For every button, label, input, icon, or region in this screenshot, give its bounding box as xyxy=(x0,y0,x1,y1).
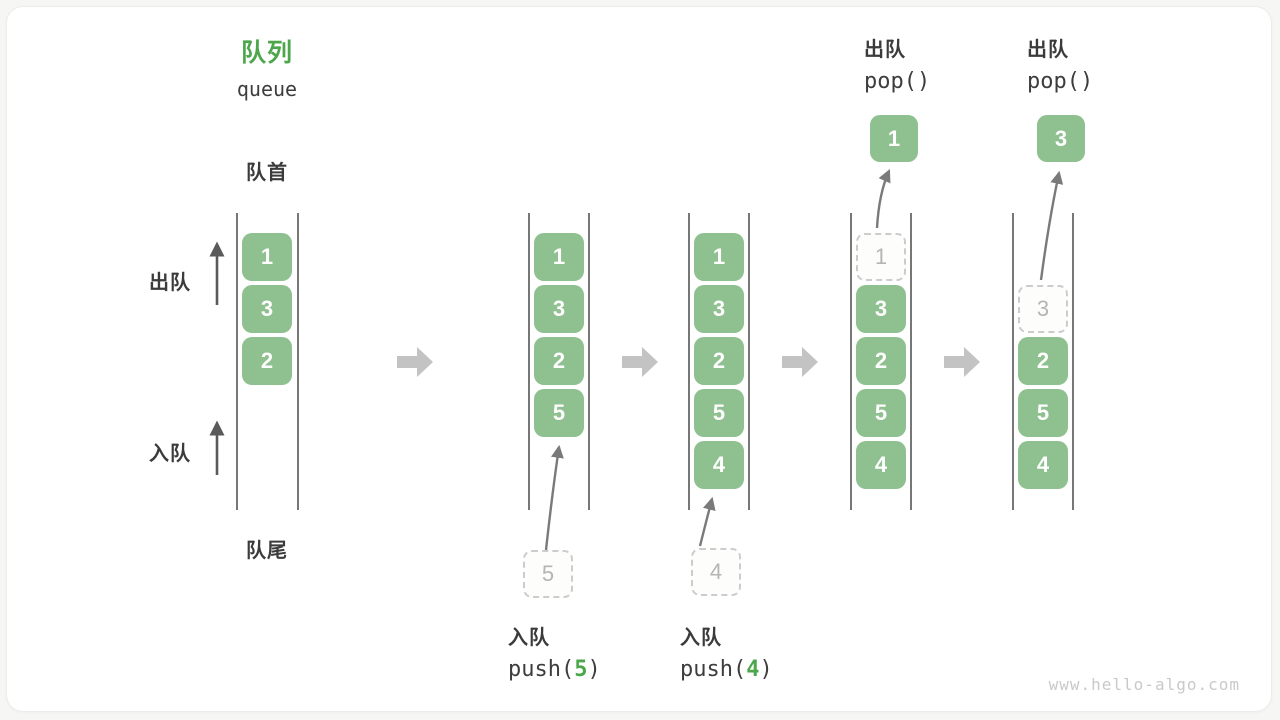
figure-card xyxy=(7,7,1271,711)
staged-cell-push5: 5 xyxy=(523,550,573,598)
push5-close: ) xyxy=(587,657,601,682)
push5-arg: 5 xyxy=(574,657,588,682)
queue-cell: 5 xyxy=(694,389,744,437)
pop1-code: pop() xyxy=(864,69,931,94)
queue-cell: 4 xyxy=(1018,441,1068,489)
title-zh: 队列 xyxy=(240,39,293,67)
push5-fn: push( xyxy=(508,657,575,682)
queue-cell: 2 xyxy=(534,337,584,385)
queue-cell: 2 xyxy=(242,337,292,385)
queue-cell: 4 xyxy=(694,441,744,489)
push4-fn: push( xyxy=(680,657,747,682)
dashed-removed-cell: 1 xyxy=(856,233,906,281)
queue-cell: 4 xyxy=(856,441,906,489)
dashed-removed-cell: 3 xyxy=(1018,285,1068,333)
push4-label-zh: 入队 xyxy=(680,627,722,649)
label-queue-front: 队首 xyxy=(246,162,288,184)
popped-cell-1: 1 xyxy=(870,115,918,162)
queue-cell: 2 xyxy=(1018,337,1068,385)
watermark: www.hello-algo.com xyxy=(1048,675,1240,694)
op-label-pop3: 出队 pop() xyxy=(1027,33,1093,94)
queue-cell: 3 xyxy=(242,285,292,333)
queue-cell: 1 xyxy=(694,233,744,281)
queue-cell: 3 xyxy=(856,285,906,333)
pop3-label-zh: 出队 xyxy=(1027,39,1069,61)
pop1-label-zh: 出队 xyxy=(864,39,906,61)
op-label-push4: 入队 push(4) xyxy=(680,621,773,682)
push4-arg: 4 xyxy=(746,657,760,682)
queue-cell: 1 xyxy=(534,233,584,281)
label-enqueue-side: 入队 xyxy=(149,443,191,465)
queue-cell: 5 xyxy=(856,389,906,437)
push4-code: push(4) xyxy=(680,657,773,682)
queue-cell: 2 xyxy=(694,337,744,385)
figure-title: 队列 queue xyxy=(237,33,297,101)
push5-label-zh: 入队 xyxy=(508,627,550,649)
queue-cell: 3 xyxy=(534,285,584,333)
queue-cell: 5 xyxy=(534,389,584,437)
op-label-pop1: 出队 pop() xyxy=(864,33,930,94)
staged-cell-push4: 4 xyxy=(691,548,741,596)
popped-cell-3: 3 xyxy=(1037,115,1085,162)
pop3-code: pop() xyxy=(1027,69,1094,94)
push5-code: push(5) xyxy=(508,657,601,682)
queue-cell: 5 xyxy=(1018,389,1068,437)
queue-cell: 1 xyxy=(242,233,292,281)
queue-cell: 3 xyxy=(694,285,744,333)
queue-cell: 2 xyxy=(856,337,906,385)
title-en: queue xyxy=(236,77,298,101)
op-label-push5: 入队 push(5) xyxy=(508,621,601,682)
label-dequeue-side: 出队 xyxy=(149,272,191,294)
label-queue-rear: 队尾 xyxy=(246,540,288,562)
push4-close: ) xyxy=(759,657,773,682)
